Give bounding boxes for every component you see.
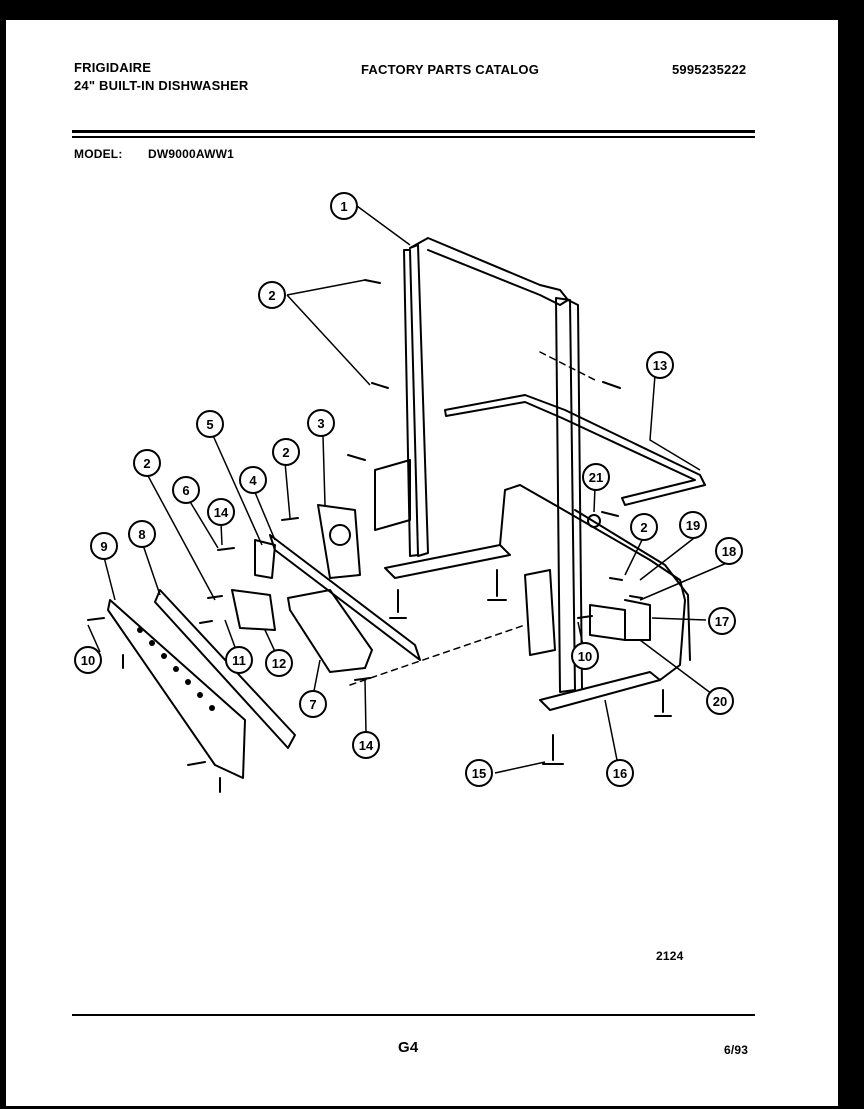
leveling-foot [542, 734, 564, 765]
callout-label-20: 20 [713, 694, 727, 709]
alignment-line [539, 351, 596, 381]
callout-label-2: 2 [143, 456, 150, 471]
callout-label-17: 17 [715, 614, 729, 629]
rear-frame-bend-outer [574, 509, 691, 661]
callout-bubble [630, 513, 658, 541]
callout-label-7: 7 [309, 697, 316, 712]
header-rule-top [72, 130, 755, 133]
leveling-foot [654, 689, 672, 717]
callout-label-2: 2 [268, 288, 275, 303]
screws [87, 279, 643, 793]
callout-label-6: 6 [182, 483, 189, 498]
base-channel [539, 671, 661, 711]
page-code: G4 [398, 1039, 419, 1056]
callout-bubble [465, 759, 493, 787]
callout-bubble [352, 731, 380, 759]
toe-plate-strip [154, 589, 296, 749]
left-frame-rail-side [409, 244, 429, 557]
callout-bubble [330, 192, 358, 220]
tie-rod [444, 394, 706, 506]
top-frame-rail [409, 237, 569, 306]
callout-label-10: 10 [578, 649, 592, 664]
callout-bubble [299, 690, 327, 718]
callout-bubble [172, 476, 200, 504]
callout-bubble [207, 498, 235, 526]
solenoid-bracket [624, 599, 651, 641]
leader-lines [87, 205, 730, 774]
callout-bubble [582, 463, 610, 491]
callout-bubble [90, 532, 118, 560]
leveling-foot [389, 589, 407, 619]
callout-bubble [128, 520, 156, 548]
product-type: 24" BUILT-IN DISHWASHER [74, 78, 249, 93]
callout-bubble [258, 281, 286, 309]
callout-bubble [133, 449, 161, 477]
date-code: 6/93 [724, 1043, 749, 1057]
drawing-number: 2124 [656, 949, 684, 963]
callout-bubble [196, 410, 224, 438]
callout-bubble [225, 646, 253, 674]
channel-upright [499, 484, 556, 546]
callout-bubble [272, 438, 300, 466]
model-label: MODEL: [74, 147, 123, 161]
callout-label-3: 3 [317, 416, 324, 431]
footer-rule [72, 1014, 755, 1016]
callout-label-13: 13 [653, 358, 667, 373]
callout-bubble [239, 466, 267, 494]
header-rule-bottom [72, 136, 755, 138]
callout-label-16: 16 [613, 766, 627, 781]
brand-name: FRIGIDAIRE [74, 60, 152, 75]
callout-label-18: 18 [722, 544, 736, 559]
round-part [587, 514, 601, 528]
callout-label-4: 4 [249, 473, 257, 488]
callout-bubble [708, 607, 736, 635]
callout-bubble [74, 646, 102, 674]
valve-bracket [374, 459, 411, 531]
callout-label-19: 19 [686, 518, 700, 533]
catalog-number: 5995235222 [672, 62, 747, 77]
right-frame-rail [555, 297, 576, 693]
callout-label-2: 2 [640, 520, 647, 535]
lower-cross-channel [384, 544, 511, 579]
switch-housing [287, 589, 373, 673]
toe-plate-holes [137, 627, 215, 711]
callout-label-14: 14 [214, 505, 229, 520]
callout-bubble [265, 649, 293, 677]
callout-label-8: 8 [138, 527, 145, 542]
callout-bubble [571, 642, 599, 670]
right-frame-rail-side [567, 299, 583, 689]
small-bracket [254, 539, 276, 579]
toe-plate [107, 599, 246, 779]
callout-label-12: 12 [272, 656, 286, 671]
catalog-title: FACTORY PARTS CATALOG [361, 62, 540, 77]
callout-label-2: 2 [282, 445, 289, 460]
callout-label-10: 10 [81, 653, 95, 668]
callout-label-11: 11 [232, 653, 246, 668]
door-switch [231, 589, 276, 631]
callout-label-15: 15 [472, 766, 486, 781]
callout-label-1: 1 [340, 199, 347, 214]
callout-bubble [715, 537, 743, 565]
leveling-foot [487, 569, 507, 601]
water-valve [317, 504, 361, 579]
callout-bubble [606, 759, 634, 787]
callout-label-5: 5 [206, 417, 213, 432]
callout-label-9: 9 [100, 539, 107, 554]
model-number: DW9000AWW1 [148, 147, 235, 161]
callout-label-14: 14 [359, 738, 374, 753]
catalog-sheet [6, 20, 838, 1106]
callout-bubble [679, 511, 707, 539]
angle-bracket [524, 569, 556, 656]
water-valve-port [329, 524, 351, 546]
callout-bubble [646, 351, 674, 379]
callout-label-21: 21 [589, 470, 603, 485]
callout-bubble [307, 409, 335, 437]
callout-bubble [706, 687, 734, 715]
solenoid [589, 604, 626, 641]
alignment-line [349, 624, 526, 686]
